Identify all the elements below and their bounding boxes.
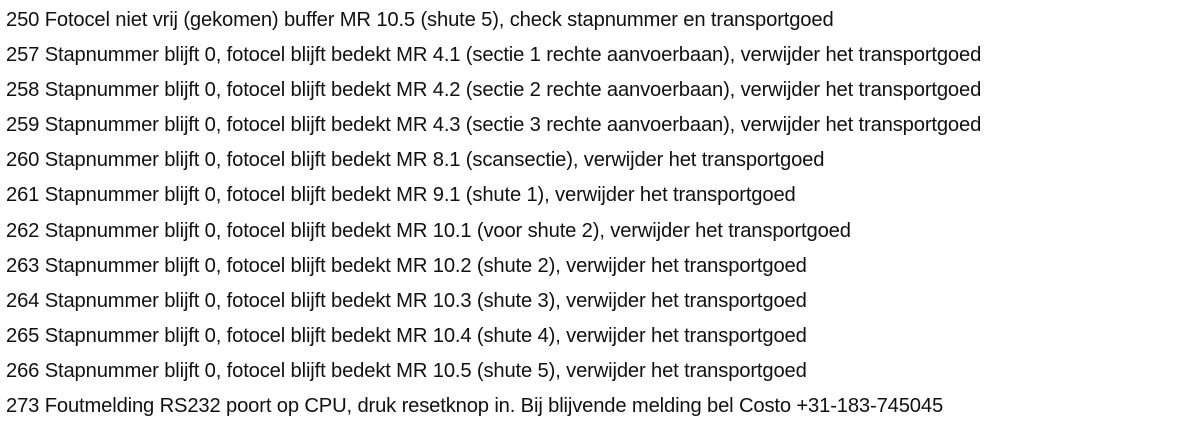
list-item-263: 263 Stapnummer blijft 0, fotocel blijft … — [6, 254, 807, 277]
list-item-261: 261 Stapnummer blijft 0, fotocel blijft … — [6, 184, 796, 207]
list-item-258: 258 Stapnummer blijft 0, fotocel blijft … — [6, 79, 982, 102]
list-item-262: 262 Stapnummer blijft 0, fotocel blijft … — [6, 219, 851, 242]
list-item-260: 260 Stapnummer blijft 0, fotocel blijft … — [6, 149, 825, 172]
error-code-list: 250 Fotocel niet vrij (gekomen) buffer M… — [0, 3, 1201, 424]
list-item-259: 259 Stapnummer blijft 0, fotocel blijft … — [6, 114, 982, 137]
list-item-264: 264 Stapnummer blijft 0, fotocel blijft … — [6, 289, 807, 312]
list-item-266: 266 Stapnummer blijft 0, fotocel blijft … — [6, 359, 807, 382]
list-item-265: 265 Stapnummer blijft 0, fotocel blijft … — [6, 324, 807, 347]
list-item-257: 257 Stapnummer blijft 0, fotocel blijft … — [6, 44, 982, 67]
list-item-273: 273 Foutmelding RS232 poort op CPU, druk… — [6, 395, 944, 418]
list-item-250: 250 Fotocel niet vrij (gekomen) buffer M… — [6, 9, 834, 31]
